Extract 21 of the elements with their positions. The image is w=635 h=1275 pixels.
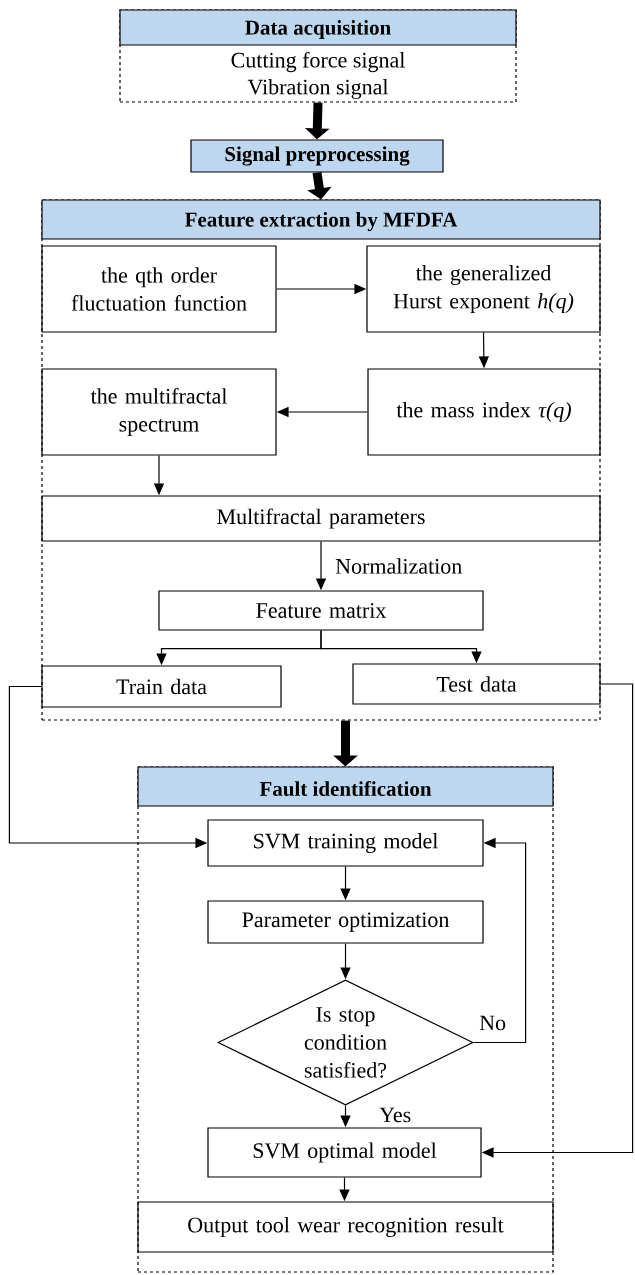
process-box: SVM optimal model [207, 1127, 482, 1178]
process-box: Feature matrix [158, 590, 484, 631]
process-box: the qth order fluctuation function [41, 245, 277, 333]
process-box: Signal preprocessing [190, 139, 444, 173]
signal-text: Vibration signal [247, 79, 389, 99]
process-box: SVM training model [207, 819, 484, 867]
header-band: Feature extraction by MFDFA [41, 199, 601, 240]
process-box: the generalized Hurst exponent h(q) [366, 245, 601, 333]
process-box: the mass index τ(q) [367, 368, 601, 456]
edge-label: Yes [378, 1106, 413, 1124]
signal-text: Cutting force signal [231, 51, 405, 73]
process-box: Test data [352, 663, 601, 705]
process-box: Parameter optimization [207, 900, 484, 944]
header-band: Data acquisition [119, 9, 517, 46]
process-box: Output tool wear recognition result [137, 1201, 554, 1253]
edge-label: Normalization [334, 557, 464, 575]
header-band: Fault identification [137, 766, 554, 807]
process-box: Train data [41, 665, 282, 708]
edge-label: No [478, 1014, 508, 1032]
process-box: the multifractal spectrum [41, 368, 277, 456]
process-box: Multifractal parameters [41, 495, 601, 542]
